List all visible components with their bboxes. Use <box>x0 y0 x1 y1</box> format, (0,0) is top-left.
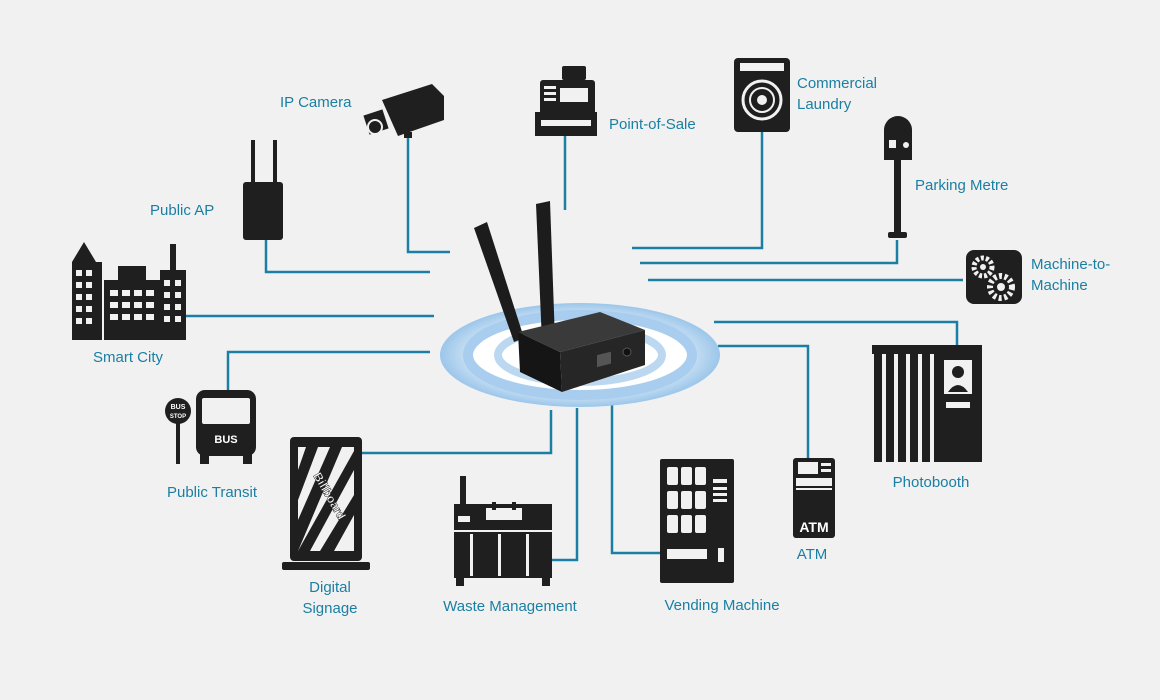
billboard-icon: Billboard <box>282 437 370 570</box>
security-camera-icon <box>363 84 444 138</box>
line-public-transit <box>226 350 430 390</box>
line-atm <box>718 344 810 458</box>
label-public-transit-text: Public Transit <box>166 484 258 501</box>
gears-icon <box>966 250 1022 304</box>
waste-plant-icon <box>454 476 552 586</box>
label-photobooth-text: Photobooth <box>892 474 970 491</box>
label-commercial-laundry-line2: Laundry <box>797 96 852 113</box>
label-waste-management-text: Waste Management <box>443 598 577 615</box>
connector-lines <box>186 132 963 562</box>
city-buildings-icon <box>72 242 186 340</box>
label-smart-city-text: Smart City <box>92 349 163 366</box>
line-photobooth <box>714 320 959 345</box>
label-parking-metre-text: Parking Metre <box>915 177 1009 194</box>
washing-machine-icon <box>734 58 790 132</box>
label-digital-signage: Digital Signage <box>290 577 370 619</box>
line-ip-camera <box>406 136 450 254</box>
label-photobooth: Photobooth <box>872 472 990 493</box>
label-waste-management: Waste Management <box>430 596 590 617</box>
router-icon <box>474 201 645 392</box>
label-machine-to-machine-line1: Machine-to- <box>1031 256 1111 273</box>
label-public-ap: Public AP <box>150 200 214 221</box>
label-commercial-laundry-line1: Commercial <box>797 75 878 92</box>
atm-icon: ATM <box>793 458 835 538</box>
bus-stop-sign-text-2: STOP <box>170 414 186 420</box>
label-atm: ATM <box>784 544 840 565</box>
bus-front-text: BUS <box>214 434 237 446</box>
label-parking-metre: Parking Metre <box>915 175 1008 196</box>
line-public-ap <box>264 240 430 274</box>
label-machine-to-machine: Machine-to- Machine <box>1031 254 1110 296</box>
parking-meter-icon <box>884 116 912 238</box>
photobooth-icon <box>872 345 982 462</box>
label-atm-text: ATM <box>796 546 828 563</box>
label-machine-to-machine-line2: Machine <box>1031 277 1088 294</box>
label-commercial-laundry: Commercial Laundry <box>797 73 877 115</box>
label-vending-machine-text: Vending Machine <box>664 597 780 614</box>
cash-register-icon <box>535 66 597 136</box>
line-parking-metre <box>640 240 899 265</box>
label-point-of-sale: Point-of-Sale <box>609 114 696 135</box>
label-ip-camera: IP Camera <box>280 92 351 113</box>
line-digital-signage <box>362 410 553 455</box>
line-waste-management <box>551 408 579 562</box>
bus-icon: BUS STOP BUS <box>165 390 256 464</box>
bus-stop-sign-text-1: BUS <box>171 404 186 411</box>
line-commercial-laundry <box>632 132 764 250</box>
label-public-transit: Public Transit <box>156 482 268 503</box>
label-ip-camera-text: IP Camera <box>280 94 352 111</box>
access-point-icon <box>243 140 283 240</box>
label-digital-signage-line1: Digital <box>309 579 351 596</box>
label-public-ap-text: Public AP <box>150 202 215 219</box>
line-vending-machine <box>610 404 660 555</box>
label-smart-city: Smart City <box>78 347 178 368</box>
atm-machine-text: ATM <box>799 519 828 535</box>
label-point-of-sale-text: Point-of-Sale <box>609 116 696 133</box>
label-digital-signage-line2: Signage <box>302 600 358 617</box>
label-vending-machine: Vending Machine <box>646 595 798 616</box>
vending-machine-icon <box>660 459 734 583</box>
